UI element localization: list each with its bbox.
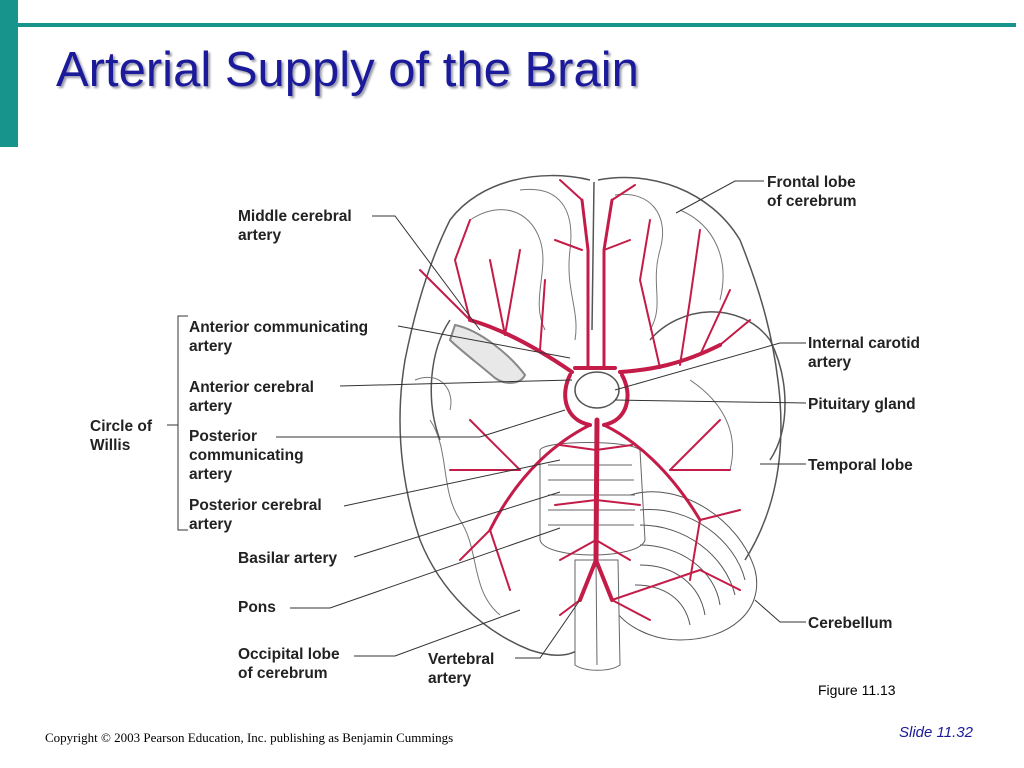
top-rule xyxy=(18,23,1016,27)
label-pituitary-gland: Pituitary gland xyxy=(808,396,916,413)
cerebellum-shape xyxy=(614,491,758,641)
leader-lines xyxy=(167,180,807,659)
label-posterior-communicating-artery: Posterior communicating artery xyxy=(189,428,304,483)
pituitary-gland-shape xyxy=(574,371,620,409)
pons-shape xyxy=(539,442,646,556)
label-anterior-cerebral-artery: Anterior cerebral artery xyxy=(189,379,314,415)
arteries xyxy=(419,179,751,621)
label-internal-carotid-artery: Internal carotid artery xyxy=(808,335,920,371)
label-circle-of-willis: Circle of Willis xyxy=(90,418,153,454)
accent-bar xyxy=(0,0,18,147)
label-vertebral-artery: Vertebral artery xyxy=(428,651,495,687)
label-basilar-artery: Basilar artery xyxy=(238,550,338,567)
brain-outline xyxy=(399,174,786,656)
slide-number: Slide 11.32 xyxy=(899,724,973,741)
label-cerebellum: Cerebellum xyxy=(808,615,893,632)
label-pons: Pons xyxy=(238,599,276,616)
label-frontal-lobe: Frontal lobe of cerebrum xyxy=(767,174,857,210)
slide-title: Arterial Supply of the Brain xyxy=(56,43,639,97)
figure-caption: Figure 11.13 xyxy=(818,682,896,698)
label-posterior-cerebral-artery: Posterior cerebral artery xyxy=(189,497,322,533)
label-temporal-lobe: Temporal lobe xyxy=(808,457,913,474)
label-anterior-communicating-artery: Anterior communicating artery xyxy=(189,319,369,355)
gyri-pattern xyxy=(414,188,734,616)
copyright-notice: Copyright © 2003 Pearson Education, Inc.… xyxy=(45,730,454,745)
brainstem-shape xyxy=(574,559,621,671)
label-middle-cerebral-artery: Middle cerebral artery xyxy=(238,208,352,244)
olfactory-tract xyxy=(448,323,527,384)
label-occipital-lobe: Occipital lobe of cerebrum xyxy=(238,646,340,682)
